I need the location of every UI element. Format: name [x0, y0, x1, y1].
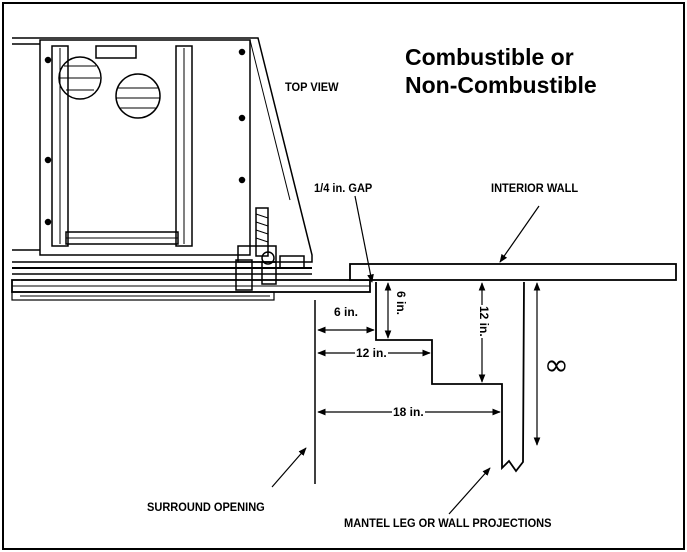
infinity-symbol: ∞: [544, 348, 569, 383]
width-12-label: 12 in.: [355, 346, 388, 360]
depth-6-label: 6 in.: [394, 290, 408, 317]
title-line-2: Non-Combustible: [405, 72, 597, 98]
clearance-profile: [375, 281, 525, 473]
title-line-1: Combustible or: [405, 44, 574, 70]
width-6-label: 6 in.: [333, 305, 360, 319]
interior-wall-label: INTERIOR WALL: [491, 181, 579, 195]
leader-arrows: [271, 195, 540, 515]
depth-12-label: 12 in.: [477, 305, 491, 338]
gap-label: 1/4 in. GAP: [314, 181, 373, 195]
top-view-label: TOP VIEW: [285, 80, 339, 94]
mantel-leg-label: MANTEL LEG OR WALL PROJECTIONS: [344, 516, 552, 530]
surround-opening-label: SURROUND OPENING: [147, 500, 265, 514]
fireplace-unit-top-view: [11, 37, 371, 301]
width-18-label: 18 in.: [392, 405, 425, 419]
interior-wall: [349, 263, 677, 281]
